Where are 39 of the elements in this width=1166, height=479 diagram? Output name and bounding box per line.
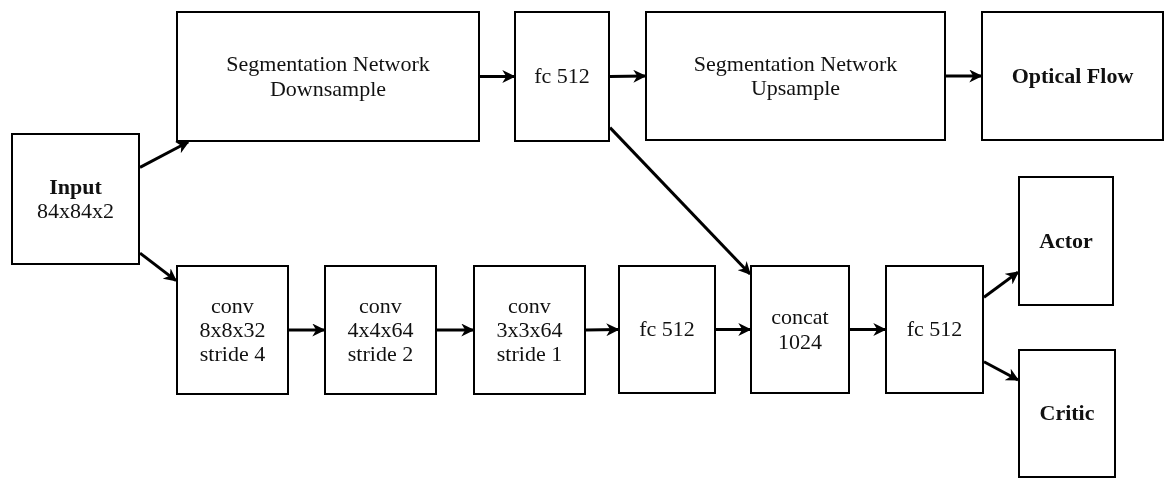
arrow [983, 360, 1020, 382]
arrow [716, 323, 752, 336]
layer-label: Segmentation Network Upsample [692, 51, 899, 101]
layer-label: conv 3x3x64 stride 1 [495, 293, 564, 367]
layer-label: fc 512 [906, 317, 963, 342]
layer-box [176, 11, 480, 142]
layer-label: Critic [1039, 401, 1095, 426]
layer-box [1018, 176, 1114, 306]
layer-label: fc 512 [534, 64, 590, 89]
layer-label: concat 1024 [770, 305, 830, 354]
arrow [946, 69, 983, 83]
layer-label: Segmentation Network Downsample [225, 52, 431, 101]
layer-label: Actor [1039, 228, 1093, 254]
layer-box [981, 11, 1164, 141]
layer-label: 84x84x2 [37, 199, 114, 224]
arrow [983, 271, 1020, 299]
layer-box [176, 265, 289, 395]
arrow [609, 69, 647, 83]
layer-label: conv 8x8x32 stride 4 [198, 293, 267, 367]
layer-box [1018, 349, 1116, 478]
layer-box [514, 11, 610, 142]
layer-box [324, 265, 437, 395]
arrow [289, 323, 326, 337]
layer-box [645, 11, 946, 141]
layer-label: Optical Flow [1011, 63, 1134, 89]
layer-label: conv 4x4x64 stride 2 [346, 293, 415, 367]
arrow [585, 323, 620, 337]
arrow [480, 70, 516, 83]
layer-box [473, 265, 586, 395]
arrow [850, 323, 887, 336]
layer-box [885, 265, 984, 394]
layer-box [11, 133, 140, 265]
layer-box [750, 265, 850, 394]
arrow [139, 140, 190, 169]
layer-box [618, 265, 716, 394]
arrow [437, 323, 475, 337]
layer-label: fc 512 [639, 317, 695, 342]
layer-title: Input [49, 174, 102, 199]
arrow [139, 251, 178, 282]
